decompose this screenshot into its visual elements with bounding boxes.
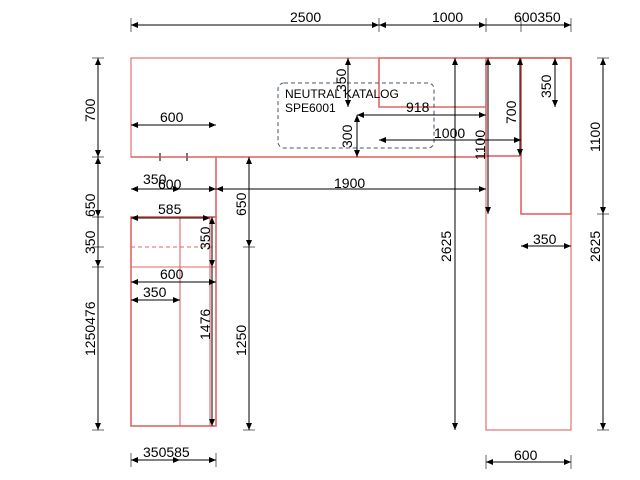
dim-700-left: 700 [82, 98, 98, 122]
dim-1100-inner: 1100 [472, 130, 488, 160]
catalog-callout: NEUTRAL KATALOG SPE6001 [277, 82, 435, 149]
dim-2625-outer: 2625 [587, 231, 603, 262]
catalog-code: SPE6001 [285, 101, 336, 115]
dim-1000-top: 1000 [432, 9, 463, 25]
top-dimensions: 2500 1000 600350 [130, 9, 572, 32]
dim-2500: 2500 [290, 9, 321, 25]
dim-350-callout: 350 [333, 68, 349, 92]
dim-650-left: 650 [82, 193, 98, 217]
inner-vertical-dimensions: 350 1476 650 1250 [197, 157, 255, 431]
callout-dimensions: 350 300 918 1000 [333, 58, 521, 157]
dim-350-tall: 350 [533, 231, 557, 247]
dim-700-right: 700 [503, 100, 519, 124]
tall-cabinet [485, 57, 572, 431]
dim-1900: 1900 [334, 175, 365, 191]
dim-600-upper: 600 [160, 109, 184, 125]
cabinet-outlines [130, 57, 572, 431]
dim-600-lower: 600 [160, 266, 184, 282]
left-horizontal-dimensions: 600 350 600 1900 585 600 350 350585 [130, 109, 486, 467]
right-dimensions: 1100 700 350 1100 2625 2625 350 600 [438, 57, 609, 469]
dim-600350-top: 600350 [514, 9, 561, 25]
dim-2625-inner: 2625 [438, 231, 454, 262]
upper-cabinet-1000 [378, 58, 486, 108]
dim-350-inner: 350 [197, 226, 213, 250]
dim-1000-callout: 1000 [434, 125, 465, 141]
dim-1250476-left: 1250476 [82, 301, 98, 356]
dim-918: 918 [406, 99, 430, 115]
dim-350-lower: 350 [143, 284, 167, 300]
dim-585: 585 [158, 201, 182, 217]
catalog-name: NEUTRAL KATALOG [285, 87, 399, 101]
dim-350585-bottom: 350585 [143, 444, 190, 460]
dim-350-counter: 350 [143, 171, 167, 187]
dim-350-left: 350 [82, 230, 98, 254]
dim-600-bottom: 600 [514, 447, 538, 463]
dim-300-callout: 300 [339, 124, 355, 148]
dim-650-inner: 650 [233, 192, 249, 216]
dim-1476: 1476 [197, 309, 213, 340]
callout-box [277, 82, 435, 149]
dim-1100-outer: 1100 [587, 122, 603, 152]
lower-left-cabinet [130, 216, 217, 427]
dim-350-right-small: 350 [538, 74, 554, 98]
dim-600-counter: 600 [158, 176, 182, 192]
left-vertical-dimensions: 700 650 350 1250476 [82, 57, 104, 431]
dim-1250-inner: 1250 [233, 325, 249, 356]
